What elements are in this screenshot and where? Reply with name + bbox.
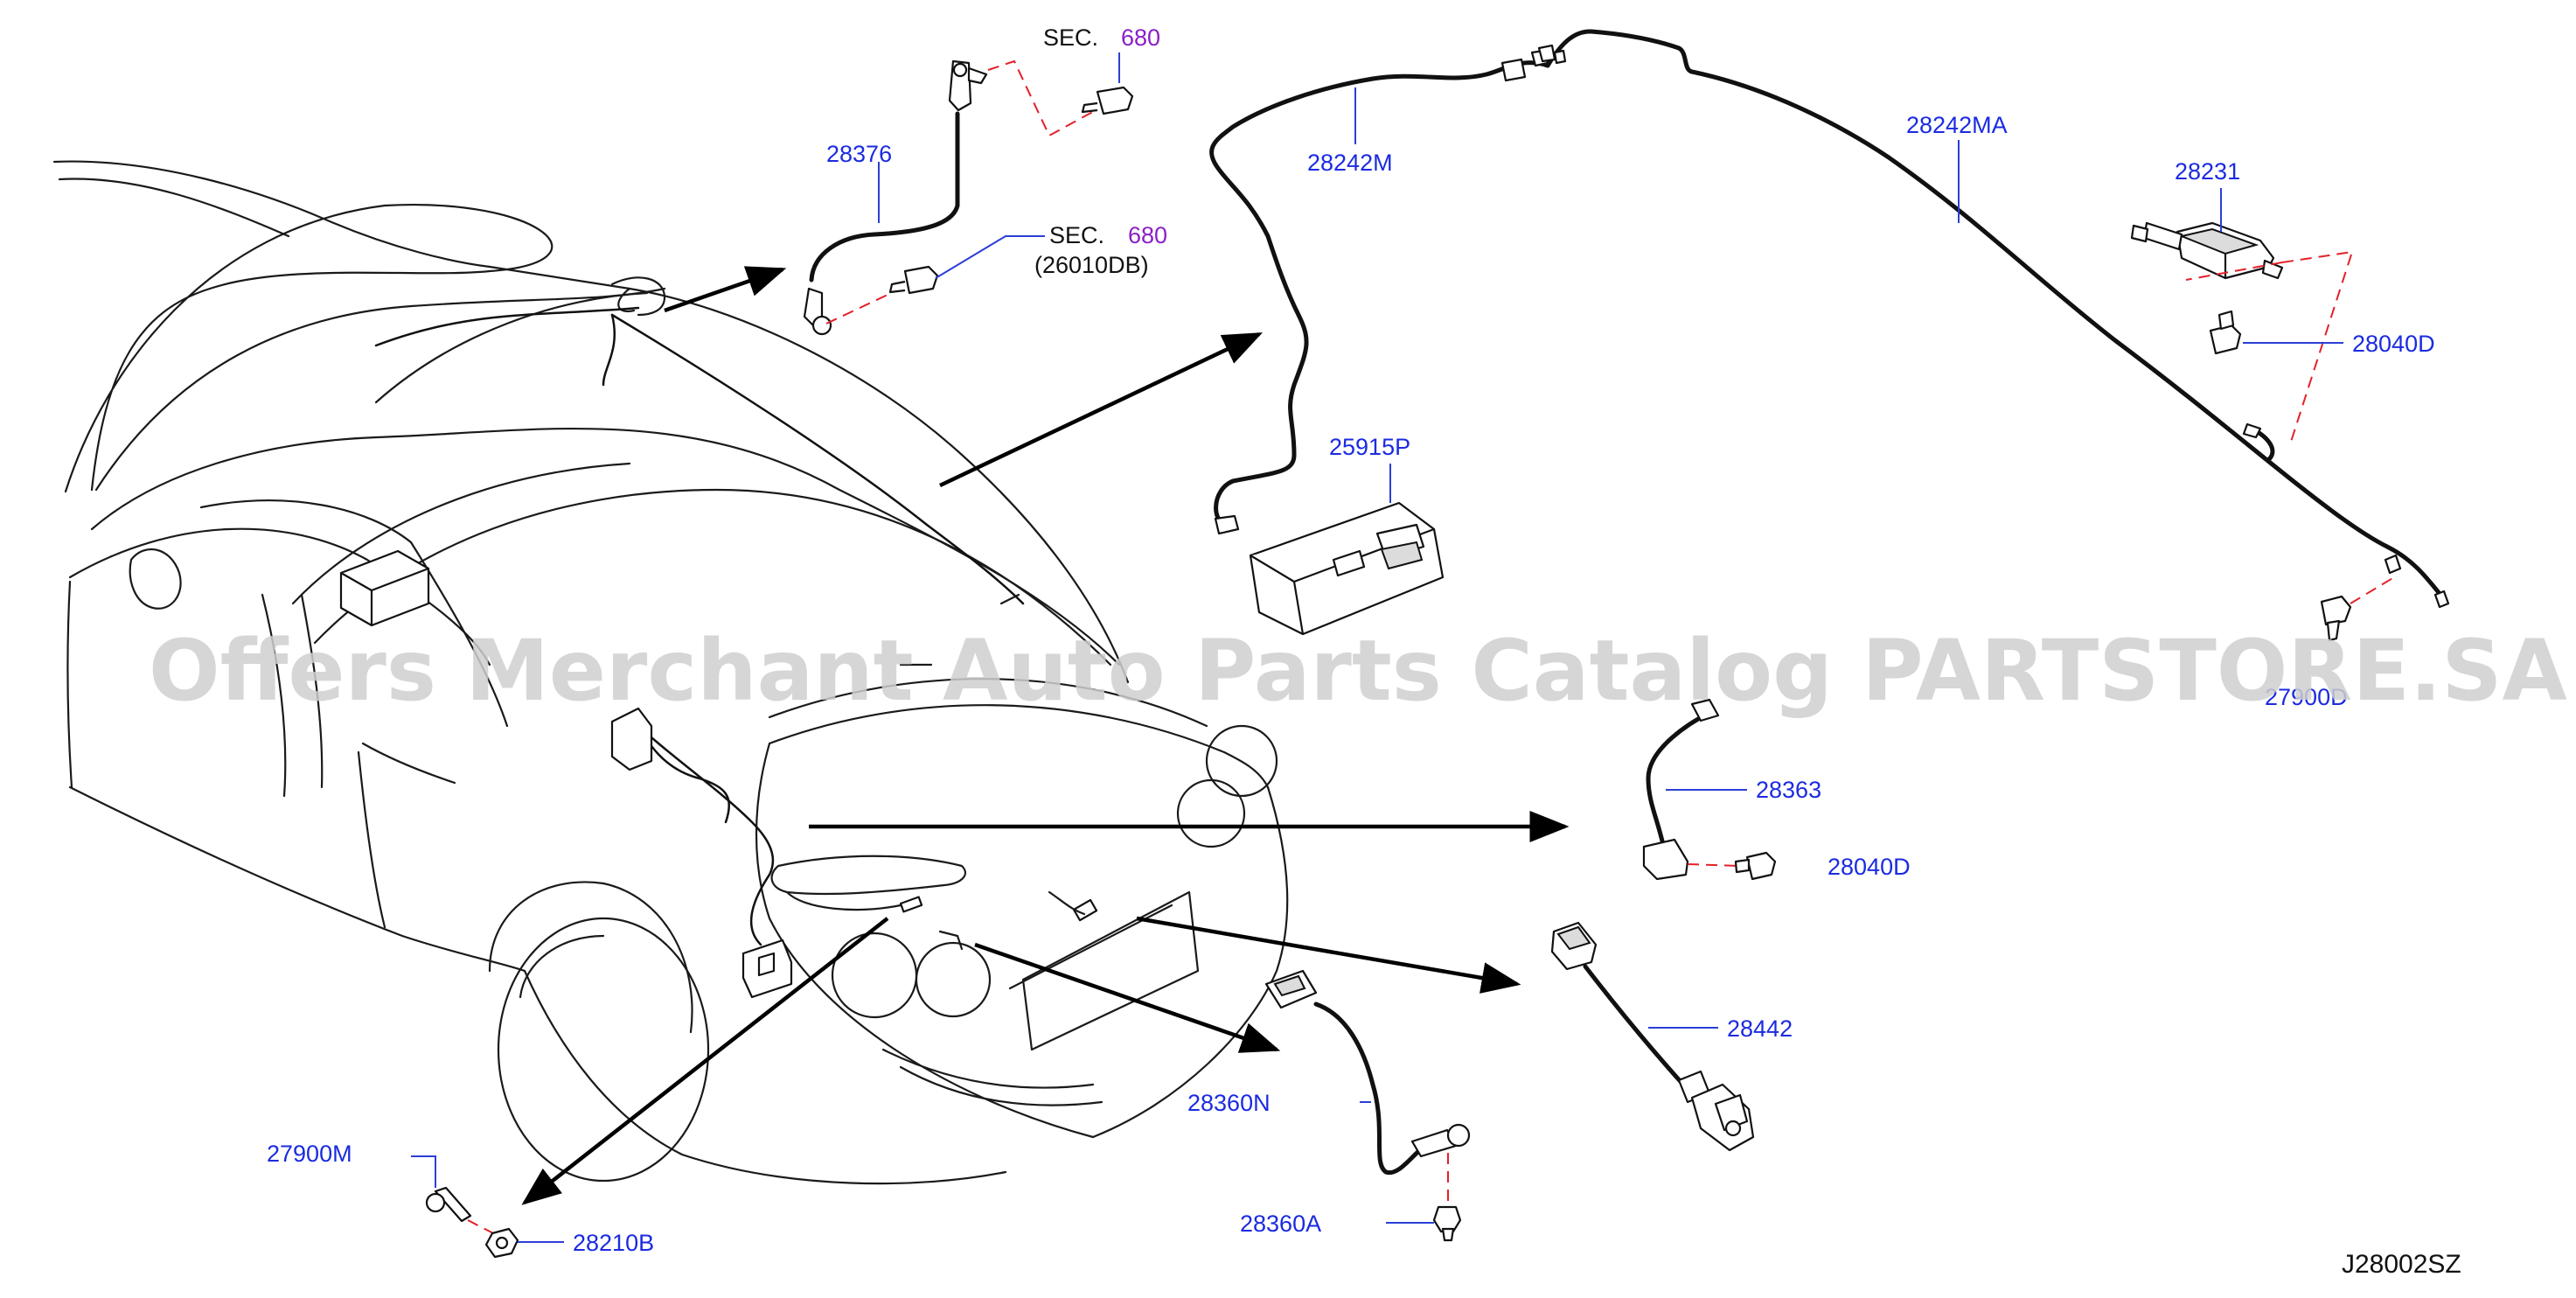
part-28360n-ground-cable[interactable] [1264, 969, 1471, 1176]
dash-27900d [2350, 576, 2395, 604]
label-28242m[interactable]: 28242M [1307, 150, 1393, 176]
vehicle-outline [52, 160, 1289, 1185]
label-28360a[interactable]: 28360A [1240, 1211, 1321, 1237]
label-28231[interactable]: 28231 [2175, 158, 2240, 185]
callout-arrows [521, 266, 1570, 1205]
part-28442-rear-camera[interactable] [1550, 921, 1755, 1152]
part-28231-antenna-amplifier[interactable] [2130, 221, 2284, 280]
bolt-sec680-top [1081, 86, 1134, 115]
part-28210b-nut[interactable] [484, 1227, 519, 1259]
leader-sec680-26010db [935, 235, 1045, 279]
sec-ref-prefix-1: SEC. [1043, 24, 1098, 51]
trunk-module-left [339, 549, 430, 627]
label-28376[interactable]: 28376 [826, 141, 892, 167]
sec-ref-sub-2: (26010DB) [1034, 252, 1149, 278]
part-25915p-control-unit[interactable] [1249, 501, 1445, 636]
dash-28376-sec680b [825, 288, 902, 324]
diagram-code: J28002SZ [2342, 1250, 2461, 1279]
trunk-module-lower [741, 939, 793, 999]
label-28040d-lower[interactable]: 28040D [1828, 854, 1911, 880]
label-28210b[interactable]: 28210B [573, 1230, 654, 1256]
part-28360a-bolt[interactable] [1432, 1205, 1462, 1242]
label-28242ma[interactable]: 28242MA [1906, 112, 2008, 138]
dash-28231-a [2281, 250, 2354, 443]
part-27900m-stud[interactable] [425, 1186, 472, 1223]
label-25915p[interactable]: 25915P [1329, 434, 1410, 460]
label-27900m[interactable]: 27900M [267, 1141, 352, 1167]
part-27900d-clip[interactable] [2320, 595, 2352, 642]
watermark-text: Offers Merchant Auto Parts Catalog PARTS… [149, 622, 2567, 720]
label-28363[interactable]: 28363 [1756, 777, 1821, 803]
dash-28231-b [2185, 262, 2283, 281]
label-27900d[interactable]: 27900D [2265, 684, 2348, 710]
sec-ref-number-2[interactable]: 680 [1128, 222, 1167, 248]
label-28442[interactable]: 28442 [1727, 1015, 1793, 1042]
part-28363-ground-harness[interactable] [1642, 698, 1720, 881]
part-28040d-bolt-upper[interactable] [2209, 310, 2242, 355]
sec-ref-prefix-2: SEC. [1049, 222, 1104, 248]
dash-28376-sec680 [987, 59, 1098, 137]
part-28376-ground-strap[interactable] [803, 59, 988, 336]
dash-28363 [1687, 863, 1741, 867]
bolt-sec680-26010db [888, 265, 939, 295]
part-28040d-bolt-lower[interactable] [1734, 851, 1777, 881]
label-28360n[interactable]: 28360N [1187, 1090, 1271, 1116]
leader-27900m [411, 1155, 436, 1188]
part-28242ma-feeder-cable[interactable] [1537, 29, 2450, 609]
sec-ref-number-1[interactable]: 680 [1121, 24, 1160, 51]
part-28242m-feeder-cable[interactable] [1209, 49, 1550, 535]
trunk-module-center [610, 707, 653, 771]
label-28040d-upper[interactable]: 28040D [2352, 331, 2435, 357]
